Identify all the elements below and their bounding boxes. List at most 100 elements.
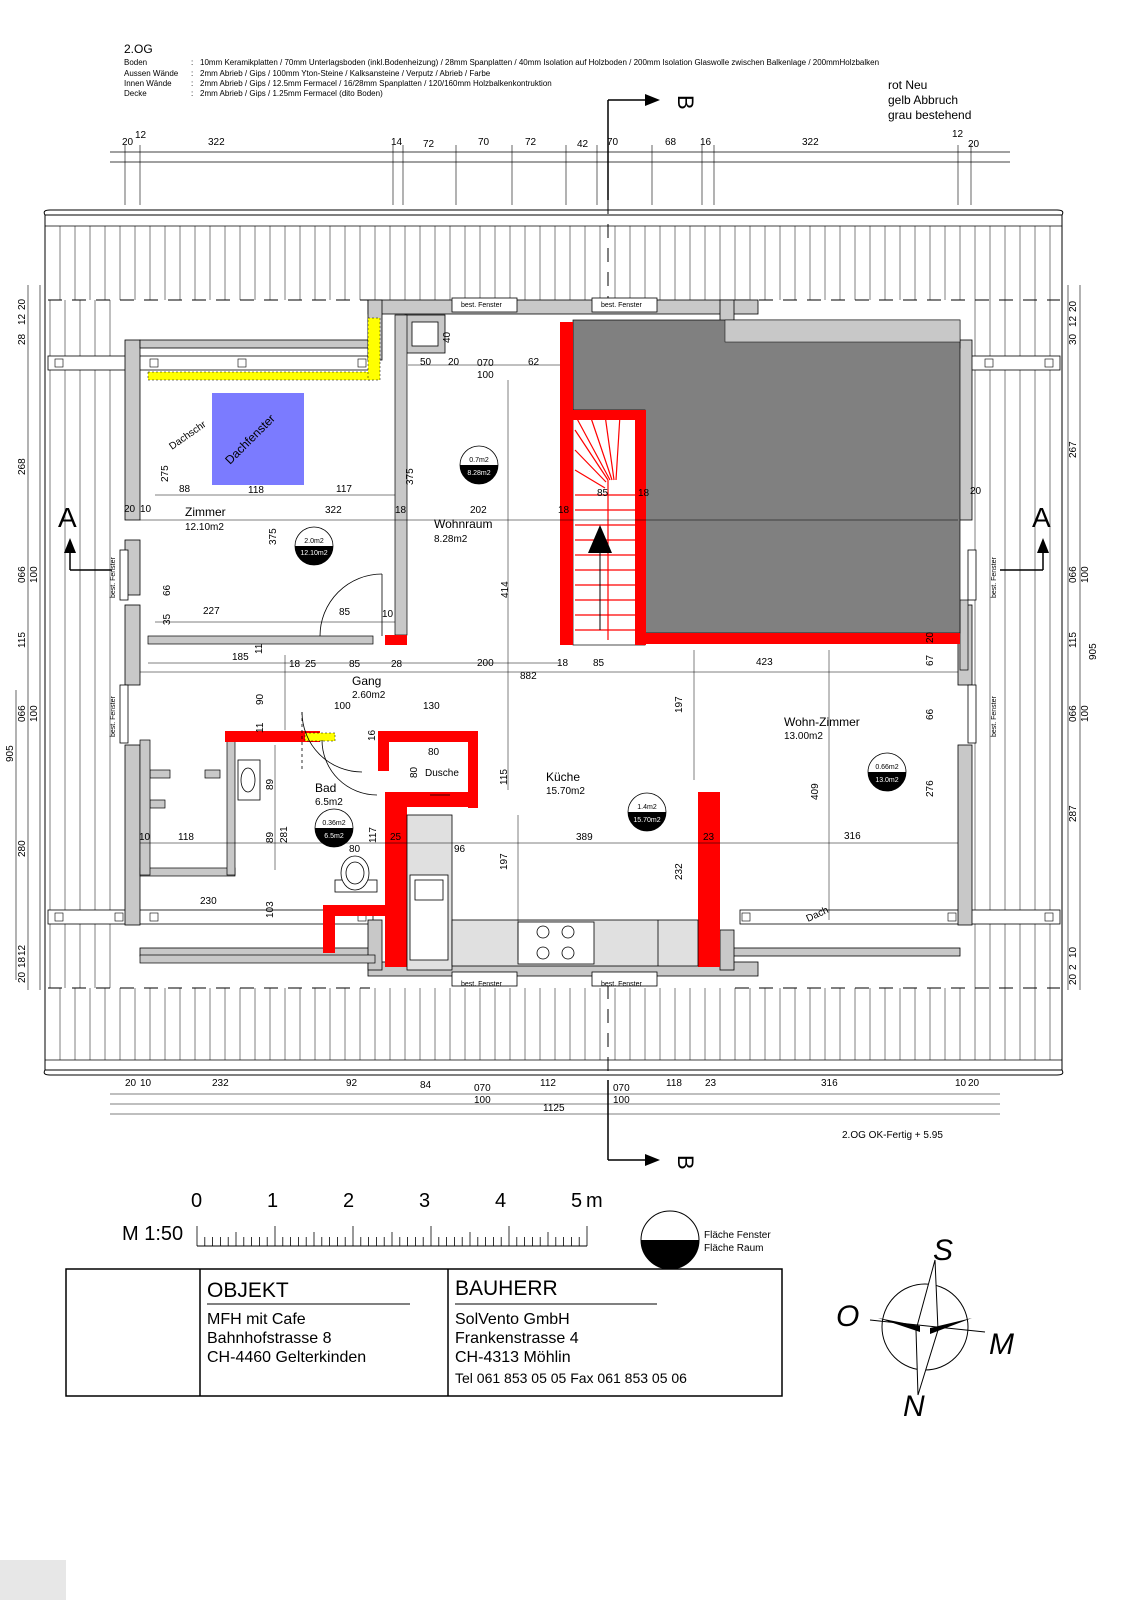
window-tag-4: best. Fenster <box>601 981 643 988</box>
ldim-11: 18 <box>17 956 28 968</box>
area-symbol-wohnzimmer: 0.66m2 13.0m2 <box>867 752 907 792</box>
new-walls <box>225 322 960 967</box>
idim-46: 16 <box>367 729 378 741</box>
scale-tick-1: 1 <box>267 1190 278 1212</box>
rdim-6: 115 <box>1068 632 1079 648</box>
idim-65: 197 <box>499 853 510 870</box>
bdim-2: 232 <box>212 1078 229 1089</box>
section-b-label-top: B <box>673 95 698 110</box>
skylight: Dachfenster Dachschr <box>167 393 304 485</box>
dim-top-13: 20 <box>968 139 980 150</box>
bauherr-heading: BAUHERR <box>455 1277 558 1300</box>
idim-26: 414 <box>500 581 511 598</box>
compass-s: S <box>933 1234 953 1267</box>
spec-label-ceiling: Decke <box>124 89 147 98</box>
side-dimension-lines <box>15 285 1081 990</box>
idim-8: 118 <box>248 485 264 496</box>
idim-22: 35 <box>162 613 173 625</box>
bdim-15: 1125 <box>543 1103 565 1114</box>
roof-slope-label: Dachschr <box>167 419 208 453</box>
gable-windows <box>119 297 977 987</box>
bdim-12: 316 <box>821 1078 838 1089</box>
rdim-3: 267 <box>1068 441 1079 458</box>
ldim-2: 28 <box>17 333 28 345</box>
bauherr-line-4: Tel 061 853 05 05 Fax 061 853 05 06 <box>455 1370 687 1386</box>
ldim-0: 20 <box>17 298 28 310</box>
left-dimensions: 20 12 28 268 066 100 115 066 100 280 20 … <box>5 298 40 983</box>
window-area-bad: 0.36m2 <box>322 820 345 827</box>
window-tag-8: best. Fenster <box>991 695 998 737</box>
idim-35: 85 <box>593 658 605 669</box>
window-tag-7: best. Fenster <box>991 556 998 598</box>
section-b-label-bottom: B <box>673 1155 698 1170</box>
window-tags: best. Fenster best. Fenster best. Fenste… <box>110 302 998 988</box>
ldim-10: 20 <box>17 971 28 983</box>
bdim-4: 84 <box>420 1080 432 1091</box>
bottom-dimension-lines <box>110 1093 1000 1115</box>
objekt-line-2: Bahnhofstrasse 8 <box>207 1330 332 1347</box>
window-tag-6: best. Fenster <box>110 695 117 737</box>
scale-label: M 1:50 <box>122 1223 183 1245</box>
dim-top-7: 42 <box>577 139 589 150</box>
objekt-line-3: CH-4460 Gelterkinden <box>207 1349 366 1366</box>
floor-area-wohnzimmer: 13.0m2 <box>875 777 898 784</box>
dim-top-6: 72 <box>525 137 537 148</box>
bauherr-line-2: Frankenstrasse 4 <box>455 1330 579 1347</box>
rafter-hatching <box>49 226 1051 1060</box>
rdim-4: 066 <box>1068 566 1079 583</box>
top-dimension-labels: 20 12 322 14 72 70 72 42 70 68 16 322 12… <box>122 129 980 150</box>
room-area-gang: 2.60m2 <box>352 690 386 701</box>
dim-top-3: 14 <box>391 137 403 148</box>
scale-unit: m <box>586 1190 603 1212</box>
dim-top-11: 322 <box>802 137 819 148</box>
legend-window-area: Fläche Fenster <box>704 1230 771 1241</box>
window-area-zimmer: 2.0m2 <box>304 538 324 545</box>
section-b-top: B <box>607 94 698 200</box>
right-dimensions: 20 12 30 267 066 100 115 066 100 287 20 … <box>1068 300 1099 985</box>
ldim-6: 115 <box>17 632 28 648</box>
dim-top-1: 12 <box>135 130 147 141</box>
legend-new: rot Neu <box>888 78 927 92</box>
ldim-9: 280 <box>17 840 28 857</box>
dim-top-4: 72 <box>423 139 435 150</box>
rdim-9: 287 <box>1068 805 1079 822</box>
idim-10: 375 <box>405 468 416 485</box>
bdim-14: 20 <box>968 1078 980 1089</box>
room-area-zimmer: 12.10m2 <box>185 522 224 533</box>
idim-11: 375 <box>268 528 279 545</box>
area-symbol-zimmer: 2.0m2 12.10m2 <box>294 526 334 566</box>
dim-top-5: 70 <box>478 137 490 148</box>
spec-text-floor: 10mm Keramikplatten / 70mm Unterlagsbode… <box>200 58 879 67</box>
idim-47: 80 <box>428 747 440 758</box>
demolition-walls <box>147 317 381 742</box>
scale-tick-4: 4 <box>495 1190 506 1212</box>
stair-void-notch <box>724 319 961 343</box>
header-specs: 2.OG Boden : 10mm Keramikplatten / 70mm … <box>124 42 879 98</box>
spec-label-outer-walls: Aussen Wände <box>124 69 179 78</box>
top-dimensions <box>110 145 1010 205</box>
level-title: 2.OG <box>124 42 153 56</box>
window-tag-3: best. Fenster <box>461 981 503 988</box>
idim-15: 18 <box>395 505 407 516</box>
legend-floor-area: Fläche Raum <box>704 1243 763 1254</box>
eave-ticks <box>54 358 1054 922</box>
rdim-11: 2 <box>1068 964 1079 970</box>
idim-32: 28 <box>391 659 403 670</box>
idim-9: 117 <box>336 484 352 495</box>
idim-7: 88 <box>179 484 191 495</box>
bdim-5: 070 <box>474 1083 491 1094</box>
bdim-1: 10 <box>140 1078 152 1089</box>
objekt-line-1: MFH mit Cafe <box>207 1311 306 1328</box>
legend-demolition: gelb Abbruch <box>888 93 958 107</box>
idim-3: 070 <box>477 358 494 369</box>
bdim-0: 20 <box>125 1078 137 1089</box>
rdim-8: 100 <box>1080 705 1091 722</box>
idim-30: 25 <box>305 659 317 670</box>
section-a-right: A <box>1000 502 1051 571</box>
color-legend: rot Neu gelb Abbruch grau bestehend <box>888 78 971 122</box>
rdim-2: 30 <box>1068 333 1079 345</box>
idim-28: 11 <box>254 643 265 654</box>
idim-14: 322 <box>325 505 342 516</box>
spec-label-floor: Boden <box>124 58 147 67</box>
idim-12: 20 <box>124 504 136 515</box>
